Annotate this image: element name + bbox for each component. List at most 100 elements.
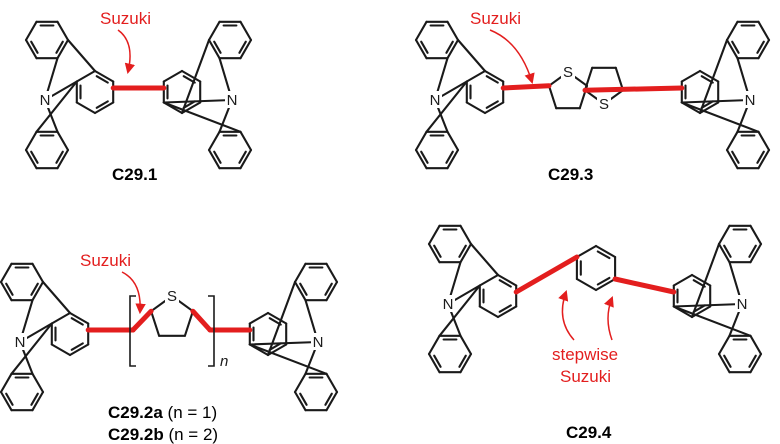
benzene-ring	[478, 273, 518, 319]
suzuki-bond	[582, 85, 685, 93]
bond	[483, 101, 505, 115]
bond	[207, 148, 221, 170]
bond	[575, 244, 598, 259]
atom-label: N	[430, 92, 441, 109]
bond	[478, 273, 500, 287]
bond	[31, 390, 45, 412]
bond	[725, 20, 739, 42]
double-bond	[95, 100, 109, 109]
double-bond	[70, 342, 84, 351]
bond	[50, 311, 72, 325]
atom-label: S	[599, 96, 609, 113]
benzene-ring	[725, 20, 771, 60]
benzene-ring	[725, 130, 771, 170]
double-bond	[596, 250, 611, 260]
bond	[24, 148, 38, 170]
double-bond	[433, 354, 442, 368]
curved-arrow-left	[558, 290, 575, 341]
double-bond	[756, 40, 765, 54]
bond	[239, 148, 253, 170]
bond	[427, 334, 441, 356]
benzene-ring	[717, 334, 763, 374]
bond	[325, 262, 339, 284]
bond	[414, 130, 428, 152]
bond	[183, 310, 194, 337]
bond	[24, 20, 38, 42]
bond	[459, 242, 473, 264]
bond	[293, 372, 307, 394]
bond	[446, 130, 460, 152]
bond	[725, 130, 739, 152]
compound-label: C29.4	[566, 423, 612, 442]
bond	[725, 148, 739, 170]
atom-mask	[13, 333, 27, 350]
atom-label: N	[745, 92, 756, 109]
bond	[93, 101, 115, 115]
bond	[0, 280, 13, 302]
unit-c29-1-left: N	[24, 20, 115, 170]
double-bond	[238, 150, 247, 164]
bond	[446, 148, 460, 170]
benzene-ring	[293, 262, 339, 302]
compound-c29-4: stepwise Suzuki C29.4	[552, 290, 618, 442]
benzene-ring	[50, 311, 90, 357]
bond	[672, 273, 694, 287]
double-bond	[485, 100, 499, 109]
bond	[459, 352, 473, 374]
bond	[75, 69, 97, 83]
bond	[757, 148, 771, 170]
bond	[465, 101, 487, 115]
double-bond	[5, 282, 14, 296]
suzuki-note: Suzuki	[470, 9, 521, 28]
double-bond	[213, 150, 222, 164]
double-bond	[299, 282, 308, 296]
double-bond	[55, 40, 64, 54]
bond	[414, 20, 428, 42]
double-bond	[30, 40, 39, 54]
bond	[248, 311, 270, 325]
benzene-ring	[207, 20, 253, 60]
bond	[293, 390, 307, 412]
bond	[325, 372, 339, 394]
atom-mask	[561, 63, 575, 80]
atom-mask	[743, 91, 757, 108]
ring-bond	[248, 343, 328, 375]
double-bond	[324, 392, 333, 406]
compound-label: C29.1	[112, 165, 157, 184]
thiophene-a: S	[547, 63, 589, 110]
ring-bond	[162, 101, 242, 133]
bond	[293, 262, 307, 284]
bond	[56, 148, 70, 170]
double-bond	[748, 244, 757, 258]
compound-suffix-a: (n = 1)	[163, 403, 217, 422]
bond	[427, 352, 441, 374]
double-bond	[498, 304, 512, 313]
unit-c29-4-left: N	[427, 224, 518, 374]
compound-c29-2: Suzuki C29.2a (n = 1) C29.2b (n = 2) n	[80, 251, 228, 444]
double-bond	[445, 150, 454, 164]
ring-bond	[35, 80, 78, 133]
unit-c29-2-left: N	[0, 262, 90, 412]
bond	[207, 130, 221, 152]
atom-mask	[165, 287, 179, 304]
benzene-ring	[207, 130, 253, 170]
bond	[459, 224, 473, 246]
bond	[594, 244, 617, 259]
bond	[68, 311, 90, 325]
double-bond	[420, 40, 429, 54]
compound-c29-3: Suzuki C29.3	[470, 9, 593, 184]
bond	[325, 280, 339, 302]
bond	[749, 334, 763, 356]
double-bond	[723, 244, 732, 258]
ring-bond	[456, 38, 487, 73]
bond	[547, 84, 558, 110]
unit-c29-1-right: N	[162, 20, 253, 170]
compound-label: C29.3	[548, 165, 593, 184]
unit-c29-3-left: N	[414, 20, 505, 170]
bond	[325, 390, 339, 412]
ring-bond	[248, 340, 320, 346]
benzene-ring	[414, 130, 460, 170]
bond	[0, 372, 13, 394]
thiophene-b: S	[583, 66, 625, 113]
atom-label: N	[40, 92, 51, 109]
